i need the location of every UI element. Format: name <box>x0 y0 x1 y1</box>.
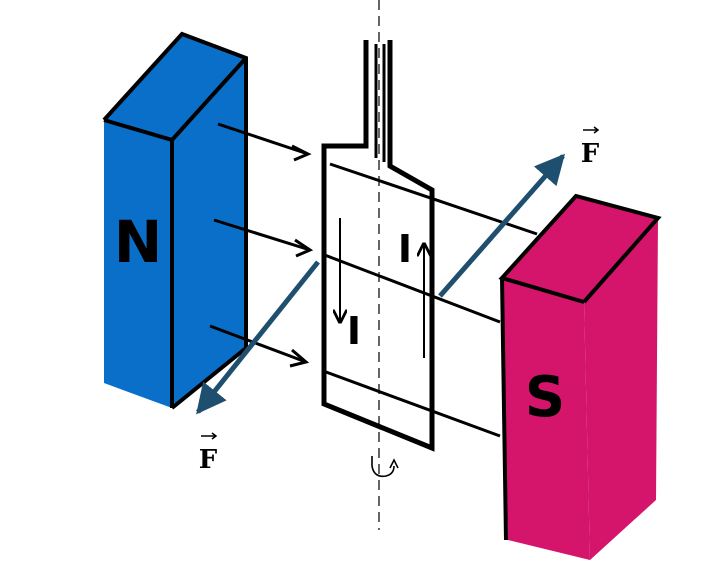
coil-frame <box>321 40 435 452</box>
force-label-bottom: F <box>199 432 218 475</box>
south-magnet: S <box>498 193 662 560</box>
north-magnet: N <box>102 31 248 410</box>
magnetic-field-lines <box>209 122 538 438</box>
south-magnet-front-face <box>502 278 590 560</box>
force-label-top-text: F <box>581 139 600 169</box>
current-label-right: I <box>398 227 412 271</box>
force-label-bottom-text: F <box>199 445 218 475</box>
field-line-middle-continued <box>321 252 501 324</box>
field-line-top <box>217 122 309 156</box>
force-arrow-upper-right <box>438 153 565 298</box>
current-loop <box>321 40 435 452</box>
field-line-middle-arrow <box>294 238 314 258</box>
south-pole-label: S <box>525 365 565 430</box>
force-label-top: F <box>581 126 600 169</box>
north-magnet-front-face <box>104 120 172 408</box>
field-line-middle <box>213 218 311 252</box>
field-line-bottom-continued <box>325 370 501 438</box>
field-line-bottom <box>209 324 307 364</box>
rotation-indicator-icon <box>371 456 399 478</box>
north-pole-label: N <box>114 208 163 276</box>
north-magnet-side-face <box>172 58 246 408</box>
field-line-top-arrow <box>291 144 312 162</box>
south-magnet-side-face <box>584 218 658 560</box>
force-vectors <box>196 153 565 415</box>
south-magnet-top-face <box>502 196 658 302</box>
current-arrows <box>340 218 424 358</box>
current-label-left: I <box>347 309 361 353</box>
north-magnet-top-face <box>104 34 246 140</box>
field-line-bottom-arrow <box>289 348 310 368</box>
force-arrow-lower-left <box>196 260 320 415</box>
